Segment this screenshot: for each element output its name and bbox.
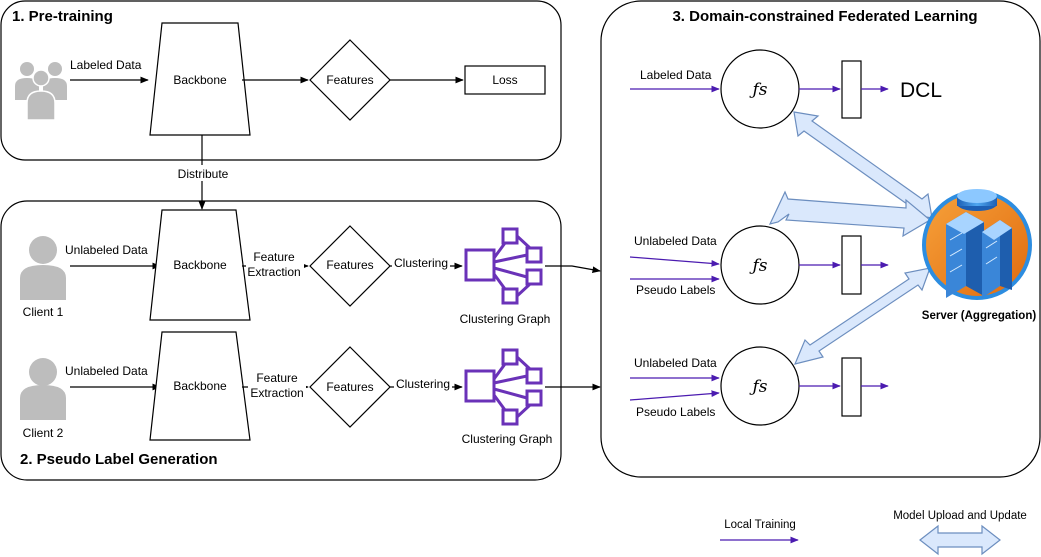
model-2-symbol: ƒs (748, 256, 767, 276)
person-icon (20, 358, 66, 420)
model-3-output-layer (841, 357, 862, 417)
client-2-backbone (149, 331, 251, 441)
client-1-extraction-line1: Feature (253, 250, 295, 264)
client-1-to-federated-arrow (545, 265, 601, 273)
model-2-input-top: Unlabeled Data (634, 234, 717, 248)
distribute-label: Distribute (178, 167, 229, 181)
client-1-graph-label: Clustering Graph (460, 312, 551, 326)
server-icon (922, 189, 1032, 300)
legend-local-training-label: Local Training (724, 519, 796, 531)
pretrain-backbone (149, 22, 251, 136)
client-1-clustering-bg (392, 255, 450, 271)
client-1-name: Client 1 (23, 305, 64, 319)
client-1-features-label: Features (326, 258, 373, 272)
model-3-symbol: ƒs (748, 377, 767, 397)
client-1-backbone (149, 209, 251, 321)
model-3-input-bottom: Pseudo Labels (636, 405, 715, 419)
client-2-extraction-bg (248, 370, 306, 402)
client-1-features-node (309, 225, 391, 307)
client-2-input-label: Unlabeled Data (65, 364, 148, 378)
model-1-symbol: ƒs (748, 80, 767, 100)
client-2-extraction-line2: Extraction (250, 386, 303, 400)
federated-section (600, 0, 1041, 478)
client-2-clustering-bg (394, 376, 452, 392)
legend-model-upload-arrow (919, 524, 1001, 556)
pretrain-backbone-label: Backbone (173, 73, 227, 87)
group-icon (15, 62, 67, 121)
client-2-extraction-line1: Feature (256, 371, 298, 385)
clustering-graph-icon (464, 227, 543, 305)
model-2-output-layer (841, 235, 862, 295)
model-2-input-bottom: Pseudo Labels (636, 283, 715, 297)
pretraining-title: 1. Pre-training (12, 8, 113, 25)
pretrain-features-label: Features (326, 73, 373, 87)
model-1-input-top: Labeled Data (640, 68, 712, 82)
model-3-input-arrow-bottom (629, 390, 720, 401)
client-2-features-node (309, 346, 391, 428)
client-2-graph-label: Clustering Graph (462, 432, 553, 446)
server-label: Server (Aggregation) (922, 310, 1037, 322)
client-2-clustering-label: Clustering (396, 377, 450, 391)
pseudo-label-title: 2. Pseudo Label Generation (20, 451, 218, 468)
person-icon (20, 236, 66, 300)
clustering-graph-icon (464, 348, 543, 426)
legend-model-upload-label: Model Upload and Update (893, 510, 1027, 522)
pretrain-features-node (309, 39, 391, 121)
pretrain-input-label: Labeled Data (70, 58, 142, 72)
model-2-input-arrow-top (629, 256, 720, 267)
client-2-backbone-label: Backbone (173, 379, 227, 393)
client-1-input-label: Unlabeled Data (65, 243, 148, 257)
loss-label: Loss (492, 73, 517, 87)
federated-title: 3. Domain-constrained Federated Learning (672, 8, 977, 25)
loss-box (464, 65, 546, 95)
client-2-name: Client 2 (23, 426, 64, 440)
client-1-clustering-label: Clustering (394, 256, 448, 270)
dcl-label: DCL (900, 79, 942, 102)
model-1-output-layer (841, 60, 862, 119)
client-1-extraction-bg (246, 249, 304, 281)
distribute-label-bg (174, 165, 232, 181)
client-1-backbone-label: Backbone (173, 258, 227, 272)
model-upload-arrows (768, 111, 933, 365)
client-1-extraction-line2: Extraction (247, 265, 300, 279)
model-3-input-top: Unlabeled Data (634, 356, 717, 370)
client-2-features-label: Features (326, 380, 373, 394)
